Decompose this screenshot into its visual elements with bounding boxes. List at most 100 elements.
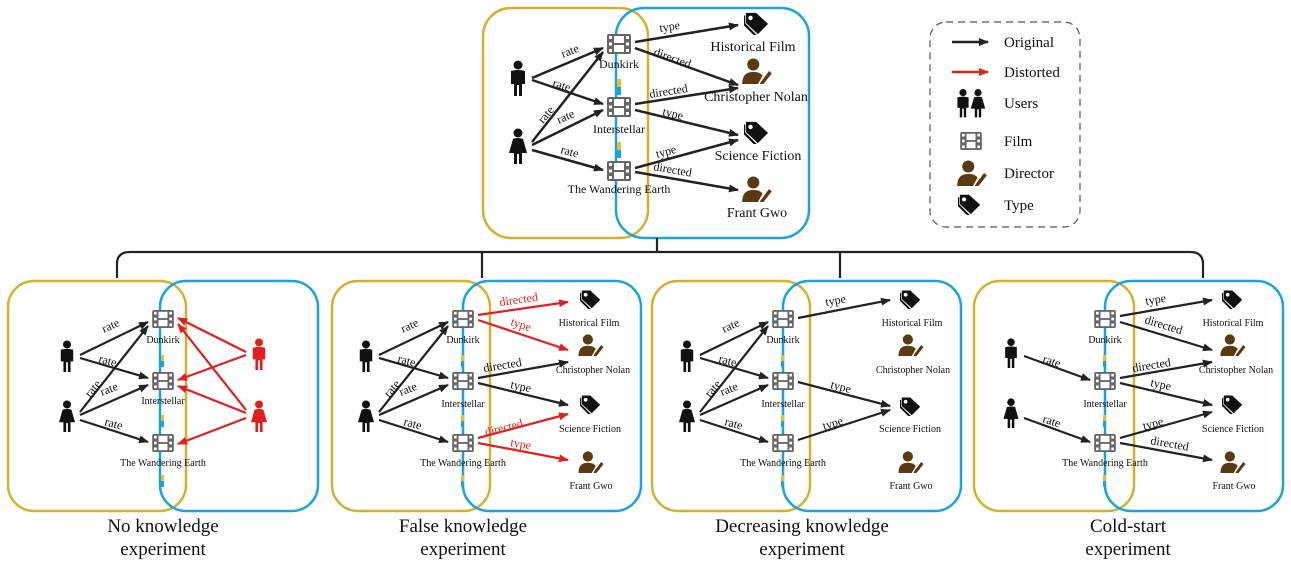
user-icon [60,340,74,372]
film-label: The Wandering Earth [1062,458,1148,469]
entity-label: Historical Film [1203,318,1264,329]
film-icon [1094,310,1116,328]
user-icon [680,340,694,372]
director-icon [578,451,604,473]
distorted-user-icon [251,400,267,432]
film-label: The Wandering Earth [740,458,826,469]
entity-label: Science Fiction [715,149,802,164]
film-label: Dunkirk [446,335,479,346]
connector [115,238,1205,278]
tag-icon [1222,394,1244,414]
edge-label-directed: directed [652,45,693,71]
film-label: Interstellar [1083,399,1127,410]
users-icon [970,89,986,118]
legend-label: Director [1004,166,1054,182]
edge-label-rate: rate [103,414,124,432]
edge-label-rate: rate [554,106,576,126]
film-icon [452,434,474,452]
tag-icon [744,11,770,35]
distorted-user-icon [252,338,266,370]
film-icon [772,372,794,390]
edge-label-rate: rate [723,414,744,432]
film-label: Dunkirk [1088,335,1121,346]
alignment-bar [617,142,621,158]
entity-label: Science Fiction [1202,424,1264,435]
director-icon [898,451,924,473]
film-icon [607,97,631,117]
tag-icon [900,396,922,416]
film-icon [772,434,794,452]
edge-label-rate: rate [396,351,417,369]
entity-label: Science Fiction [879,424,941,435]
panel-caption: No knowledge [107,516,218,537]
film-label: Dunkirk [599,57,639,71]
user-panel [650,279,812,513]
film-label: The Wandering Earth [120,458,206,469]
panel-caption: Decreasing knowledge [715,516,889,537]
edge-label-directed: directed [652,159,693,179]
edge-label-rate: rate [98,379,120,399]
user-panel [972,279,1136,513]
panel-caption: experiment [120,539,206,560]
alignment-bar [781,415,784,427]
legend-label: Type [1004,198,1034,214]
film-icon [772,310,794,328]
user-panel [481,6,650,240]
edge-label-rate: rate [717,351,738,369]
film-icon [152,310,174,328]
director-icon [578,334,604,356]
entity-label: Christopher Nolan [556,365,630,376]
edge-label-type: type [1149,375,1172,393]
edge-label-rate: rate [398,315,420,335]
legend-label: Film [1004,134,1033,150]
alignment-bar [461,475,464,487]
user-icon [1005,338,1017,368]
alignment-bar [617,79,621,95]
film-icon [607,161,631,181]
user-icon [511,60,525,96]
entity-label: Frant Gwo [889,481,932,492]
film-label: Dunkirk [766,335,799,346]
edge-label-type: type [1144,291,1167,308]
entity-label: Frant Gwo [1212,481,1255,492]
knowledge-panel [614,6,811,240]
entity-label: Christopher Nolan [704,90,808,105]
film-label: Interstellar [761,399,805,410]
legend-label: Distorted [1004,65,1060,81]
edge-label-directed: directed [482,355,522,375]
entity-label: Historical Film [882,318,943,329]
tag-icon [1222,289,1244,309]
director-icon [1220,451,1246,473]
panel-caption: experiment [1085,539,1171,560]
entity-label: Historical Film [559,318,620,329]
film-label: Interstellar [441,399,485,410]
alignment-bar [161,355,164,367]
edge-label-rate: rate [719,315,741,335]
director-icon [742,58,772,84]
alignment-bar [161,475,164,487]
user-icon [59,400,75,432]
edge-label-directed: directed [648,81,688,101]
director-icon [898,334,924,356]
panel-caption: experiment [420,539,506,560]
legend-box [929,21,1081,228]
entity-label: Christopher Nolan [1199,365,1273,376]
alignment-bar [1103,415,1106,427]
film-label: Dunkirk [146,335,179,346]
edge-label-directed: directed [1143,312,1184,337]
entity-label: Frant Gwo [727,206,787,221]
film-icon [607,34,631,54]
alignment-bar [1103,355,1106,367]
edge-label-type: type [658,18,681,35]
distorted-edge-label-type: type [509,435,532,452]
panel-cold-start: Dunkirk Interstellar The Wandering Earth… [972,279,1285,560]
edge-label-rate: rate [99,315,121,335]
film-label: The Wandering Earth [420,458,506,469]
user-panel [330,279,492,513]
panel-caption: False knowledge [399,516,527,537]
legend: Original Distorted Users Film Director T… [929,21,1081,228]
edge-label-rate: rate [1041,412,1062,431]
entity-label: Frant Gwo [569,481,612,492]
knowledge-panel [461,279,643,513]
